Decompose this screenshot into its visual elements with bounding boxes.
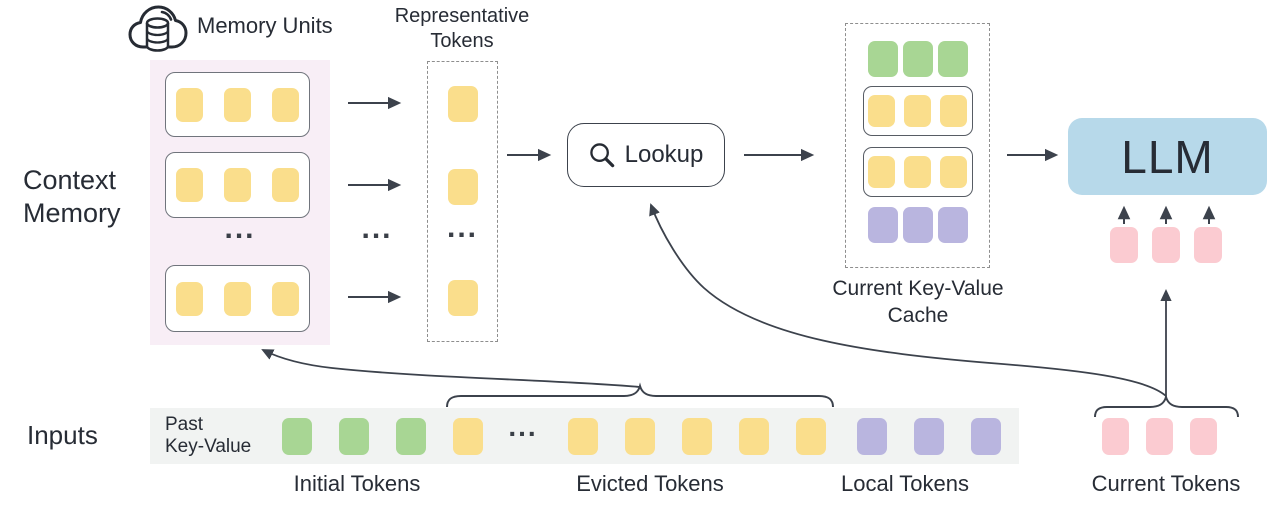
cache-local-token [902,207,933,243]
evicted-token [796,418,826,455]
cache-caption-line1: Current Key-Value [832,277,1004,300]
memory-token [224,281,251,316]
current-kv-cache-caption: Current Key-Value Cache [808,275,1028,329]
initial-token [339,418,369,455]
evicted-token [739,418,769,455]
cache-memory-unit-1 [862,86,973,136]
strip-evicted-head-token [453,418,483,455]
representative-token [447,280,478,316]
lookup-label: Lookup [624,141,704,168]
memory-token [224,87,251,122]
lookup-button: Lookup [567,123,725,187]
current-token [1102,418,1129,455]
past-kv-line2: Key-Value [165,436,252,457]
memory-unit-2 [165,152,310,218]
cache-memory-token [940,156,967,188]
past-kv-label: Past Key-Value [165,414,251,458]
strip-evicted-tokens [568,418,826,455]
initial-token [282,418,312,455]
strip-local-tokens [857,418,1001,455]
evicted-token [453,418,483,455]
representative-token [447,86,478,122]
cache-initial-token [937,41,968,77]
cloud-database-icon [128,5,188,52]
cache-memory-token [904,95,931,127]
cache-caption-line2: Cache [887,304,949,327]
cache-memory-token [940,95,967,127]
curve-evicted-to-memory [261,349,641,388]
cache-initial-token [902,41,933,77]
memory-unit-1 [165,72,310,137]
llm-label: LLM [1121,130,1214,183]
rep-token-slot-2 [447,169,478,205]
llm-input-tokens [1110,227,1222,263]
brace-evicted-tokens [446,382,834,408]
memory-ellipsis: ... [224,212,256,245]
cache-memory-token [868,95,895,127]
cache-memory-token [868,156,895,188]
cache-memory-unit-2 [862,147,973,197]
memory-token [176,168,203,202]
cache-initial-token [867,41,898,77]
search-icon [589,142,614,167]
memory-token [224,168,251,202]
evicted-tokens-caption: Evicted Tokens [576,471,724,496]
memory-token [176,87,203,122]
local-token [971,418,1001,455]
initial-token [396,418,426,455]
current-token [1190,418,1217,455]
current-kv-cache-box [845,23,990,268]
initial-tokens-caption: Initial Tokens [293,471,421,496]
past-kv-line1: Past [165,414,204,435]
evicted-token [568,418,598,455]
evicted-token [682,418,712,455]
context-memory-line1: Context [23,165,117,195]
local-tokens-caption: Local Tokens [840,471,969,496]
llm-input-token [1194,227,1222,263]
cache-memory-token [904,156,931,188]
mid-ellipsis: ... [361,212,393,245]
local-token [914,418,944,455]
cache-local-token [937,207,968,243]
strip-initial-tokens [282,418,426,455]
inputs-label: Inputs [27,420,98,450]
memory-units-label: Memory Units [197,13,333,38]
memory-unit-3 [165,265,310,332]
context-memory-line2: Memory [23,198,121,228]
rep-token-slot-3 [447,280,478,316]
memory-token [272,87,299,122]
memory-token [272,168,299,202]
representative-title-line2: Tokens [430,30,494,52]
context-memory-label: Context Memory [23,164,121,230]
representative-ellipsis: ... [446,211,478,244]
llm-input-token [1110,227,1138,263]
llm-box: LLM [1068,118,1267,195]
representative-title-line1: Representative [394,5,530,27]
cache-initial-row [867,41,968,77]
cache-local-row [867,207,968,243]
current-token [1146,418,1173,455]
brace-current-tokens [1094,393,1239,418]
representative-tokens-title: Representative Tokens [380,4,544,54]
local-token [857,418,887,455]
current-tokens-row [1102,418,1217,455]
memory-token [272,281,299,316]
current-tokens-caption: Current Tokens [1091,471,1241,496]
memory-token [176,281,203,316]
evicted-token [625,418,655,455]
representative-token [447,169,478,205]
cache-local-token [867,207,898,243]
strip-ellipsis: ... [508,411,538,442]
llm-input-token [1152,227,1180,263]
representative-tokens-box: ... [427,61,498,342]
